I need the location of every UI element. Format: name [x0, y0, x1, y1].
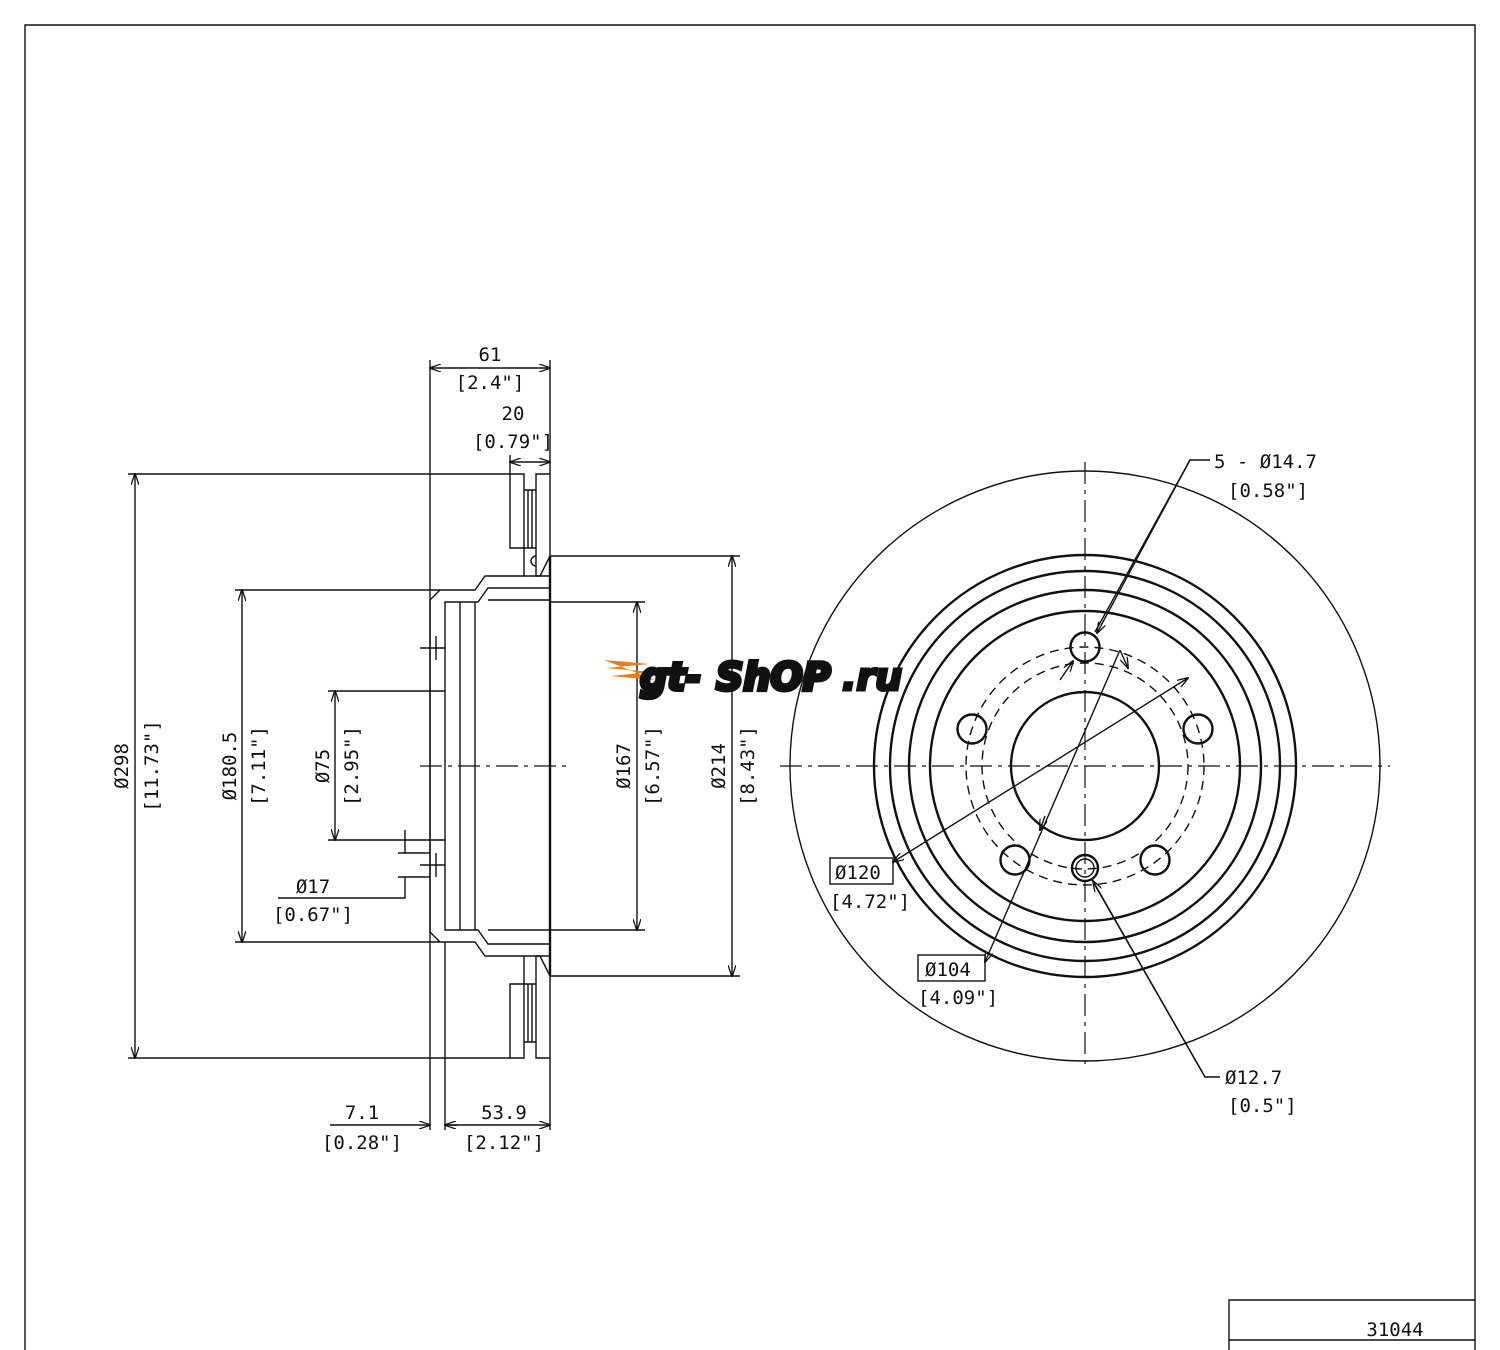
dim-outer-diameter: Ø298	[111, 743, 133, 789]
outer-circle	[789, 470, 1381, 1062]
dim-center-bore: Ø75	[312, 749, 334, 783]
dim-pilot-circle-in: [4.09"]	[918, 987, 998, 1009]
side-dimensions: 61 [2.4"] 20 [0.79"] Ø298 [11.73"] Ø180.…	[111, 344, 759, 1154]
front-view	[780, 462, 1390, 1070]
dim-locator-hole: Ø12.7	[1225, 1067, 1282, 1089]
dim-bolt-circle-in: [4.72"]	[830, 891, 910, 913]
gt-shop-logo: gt- ShOP .ru	[604, 653, 904, 701]
svg-text:gt-: gt-	[640, 655, 701, 699]
dim-pilot-circle: Ø104	[925, 959, 971, 981]
dim-small-hole-in: [0.67"]	[273, 904, 353, 926]
dim-overall-width-in: [2.4"]	[456, 372, 525, 394]
dim-214: Ø214	[708, 743, 730, 789]
dim-hat-diameter: Ø180.5	[219, 732, 241, 801]
dim-hat-height: 53.9	[481, 1102, 527, 1124]
dim-167: Ø167	[613, 743, 635, 789]
dim-hat-thickness: 7.1	[345, 1102, 379, 1124]
dim-small-hole: Ø17	[296, 876, 330, 898]
dim-hat-diameter-in: [7.11"]	[248, 726, 270, 806]
dim-bolt-holes-in: [0.58"]	[1228, 480, 1308, 502]
dim-center-bore-in: [2.95"]	[341, 726, 363, 806]
dim-locator-hole-in: [0.5"]	[1228, 1095, 1297, 1117]
dim-outer-diameter-in: [11.73"]	[141, 720, 163, 812]
bolt-circle	[965, 646, 1205, 886]
drawing-frame	[24, 24, 1476, 1350]
dim-bolt-holes: 5 - Ø14.7	[1214, 451, 1317, 473]
dim-167-in: [6.57"]	[642, 726, 664, 806]
dim-hat-thickness-in: [0.28"]	[322, 1132, 402, 1154]
dim-bolt-circle: Ø120	[835, 862, 881, 884]
dim-disc-thickness: 20	[502, 403, 525, 425]
dim-hat-height-in: [2.12"]	[464, 1132, 544, 1154]
part-number: 31044	[1366, 1319, 1423, 1341]
side-section-view	[420, 473, 570, 1059]
title-block: 31044	[1228, 1299, 1475, 1350]
svg-text:ShOP: ShOP	[716, 655, 831, 699]
dim-disc-thickness-in: [0.79"]	[473, 431, 553, 453]
svg-text:.ru: .ru	[842, 655, 902, 699]
dim-214-in: [8.43"]	[737, 726, 759, 806]
dim-overall-width: 61	[479, 344, 502, 366]
front-dimensions: 5 - Ø14.7 [0.58"] Ø120 [4.72"] Ø104 [4.0…	[829, 451, 1317, 1117]
